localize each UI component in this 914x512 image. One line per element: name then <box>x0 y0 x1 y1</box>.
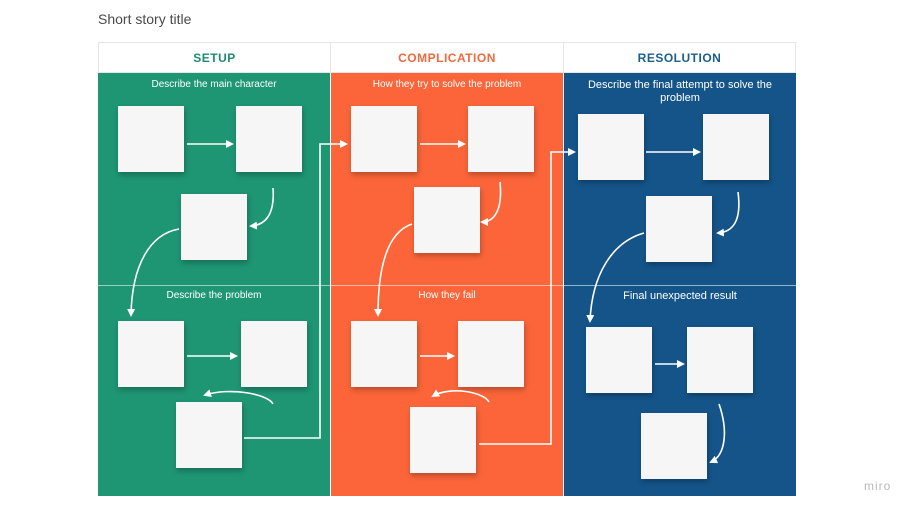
column-header-complication: COMPLICATION <box>330 42 563 73</box>
sticky-note[interactable] <box>578 114 644 180</box>
complication-bottom-label: How they fail <box>418 290 476 301</box>
column-header-setup: SETUP <box>98 42 330 73</box>
sticky-note[interactable] <box>118 321 184 387</box>
sticky-note[interactable] <box>351 106 417 172</box>
resolution-top-label: Describe the final attempt to solve the … <box>587 79 773 104</box>
connector-arrow <box>244 140 348 439</box>
sticky-note[interactable] <box>458 321 524 387</box>
column-separator <box>563 73 564 496</box>
sticky-note[interactable] <box>586 327 652 393</box>
complication-top-label: How they try to solve the problem <box>372 79 522 90</box>
connector-arrow <box>203 389 274 405</box>
column-header-resolution: RESOLUTION <box>563 42 796 73</box>
connector-arrow <box>374 223 413 317</box>
sticky-note[interactable] <box>641 413 707 479</box>
setup-bottom-label: Describe the problem <box>166 290 262 301</box>
sticky-note[interactable] <box>241 321 307 387</box>
connector-arrow <box>431 389 490 403</box>
sticky-note[interactable] <box>118 106 184 172</box>
miro-logo: miro <box>864 479 892 493</box>
connector-arrow <box>479 148 576 445</box>
sticky-note[interactable] <box>181 194 247 260</box>
sticky-note[interactable] <box>351 321 417 387</box>
row-divider <box>98 285 796 286</box>
connector-arrow <box>127 228 180 317</box>
board-title: Short story title <box>98 11 192 27</box>
sticky-note[interactable] <box>410 407 476 473</box>
sticky-note[interactable] <box>646 196 712 262</box>
connector-arrow <box>716 191 740 237</box>
sticky-note[interactable] <box>687 327 753 393</box>
connector-arrow <box>249 187 275 230</box>
sticky-note[interactable] <box>176 402 242 468</box>
sticky-note[interactable] <box>703 114 769 180</box>
connector-arrow <box>586 232 645 323</box>
column-separator <box>330 73 331 496</box>
connector-arrow <box>709 403 726 464</box>
resolution-bottom-label: Final unexpected result <box>623 290 737 302</box>
sticky-note[interactable] <box>414 187 480 253</box>
setup-top-label: Describe the main character <box>151 79 277 90</box>
sticky-note[interactable] <box>468 106 534 172</box>
connector-arrow <box>480 181 502 226</box>
sticky-note[interactable] <box>236 106 302 172</box>
